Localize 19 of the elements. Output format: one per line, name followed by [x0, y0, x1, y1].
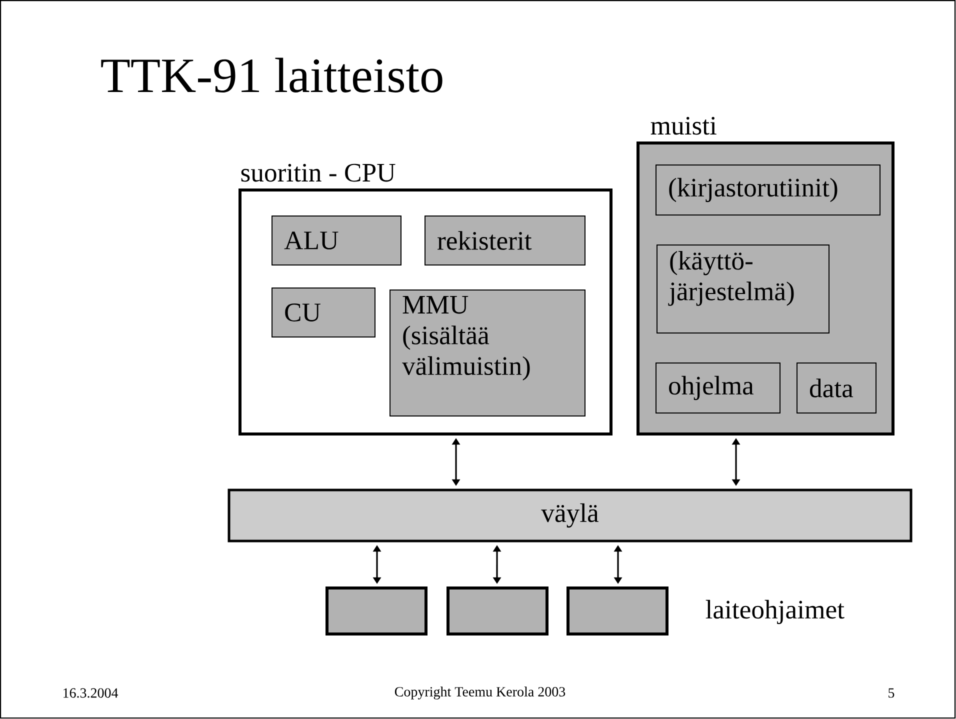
- bus-bar: väylä: [228, 488, 912, 542]
- node-label: suoritin - CPU: [241, 164, 396, 182]
- device-controller-box: [326, 586, 428, 636]
- unit-box: CU: [272, 288, 376, 338]
- unit-box: rekisterit: [424, 216, 586, 266]
- memory-area-box: (käyttö- järjestelmä): [656, 244, 830, 334]
- copyright-label: Copyright Teemu Kerola 2003: [394, 686, 566, 700]
- page-number-label: 5: [888, 688, 894, 698]
- device-controller-box: [446, 586, 548, 636]
- device-controllers-label: laiteohjaimet: [706, 600, 844, 624]
- slide-title: TTK-91 laitteisto: [101, 58, 442, 92]
- node-label: muisti: [650, 116, 716, 135]
- memory-area-box: ohjelma: [656, 362, 780, 414]
- date-label: 16.3.2004: [64, 688, 118, 698]
- unit-box: ALU: [272, 216, 402, 266]
- memory-area-box: data: [796, 362, 876, 414]
- unit-box: MMU (sisältää välimuistin): [390, 290, 586, 416]
- device-controller-box: [566, 586, 668, 636]
- memory-area-box: (kirjastorutiinit): [656, 164, 880, 216]
